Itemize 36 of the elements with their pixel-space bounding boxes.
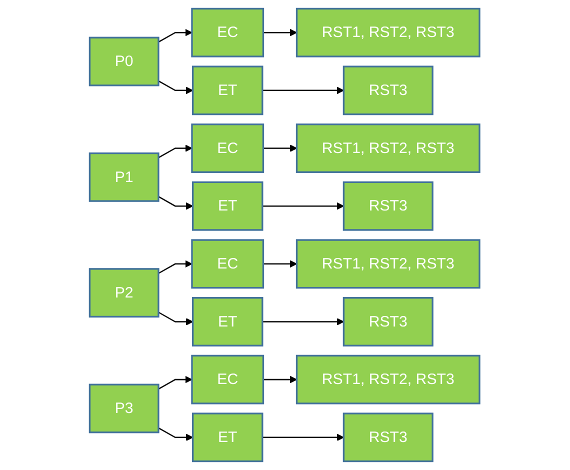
node-box: EC: [192, 8, 264, 58]
arrow: [158, 196, 194, 210]
arrow: [158, 376, 193, 390]
node-box: RST3: [343, 412, 434, 462]
node-box: ET: [192, 412, 264, 462]
node-box: RST1, RST2, RST3: [296, 8, 481, 58]
arrow: [262, 318, 344, 326]
node-box: RST3: [343, 66, 434, 116]
node-box: P0: [89, 36, 160, 86]
arrow: [264, 144, 298, 152]
arrow: [264, 376, 298, 384]
arrow: [158, 312, 194, 326]
arrow: [158, 260, 193, 274]
arrow: [262, 86, 344, 94]
node-box: ET: [192, 66, 264, 116]
arrow: [158, 144, 193, 158]
node-box: RST3: [343, 297, 434, 346]
arrow: [262, 202, 344, 210]
node-box: ET: [192, 297, 264, 346]
arrow: [158, 80, 194, 94]
node-box: RST1, RST2, RST3: [296, 239, 481, 289]
node-box: EC: [192, 354, 264, 404]
arrow: [264, 28, 298, 36]
node-box: EC: [192, 124, 264, 173]
arrow: [262, 434, 344, 442]
node-box: P1: [89, 152, 160, 202]
node-box: RST1, RST2, RST3: [296, 124, 481, 173]
node-box: P2: [89, 268, 160, 318]
node-box: EC: [192, 239, 264, 289]
node-box: ET: [192, 181, 264, 231]
node-box: P3: [89, 384, 160, 434]
arrow: [158, 28, 193, 43]
node-box: RST3: [343, 181, 434, 231]
node-box: RST1, RST2, RST3: [296, 354, 481, 404]
arrow: [158, 427, 194, 442]
arrow: [264, 260, 298, 268]
